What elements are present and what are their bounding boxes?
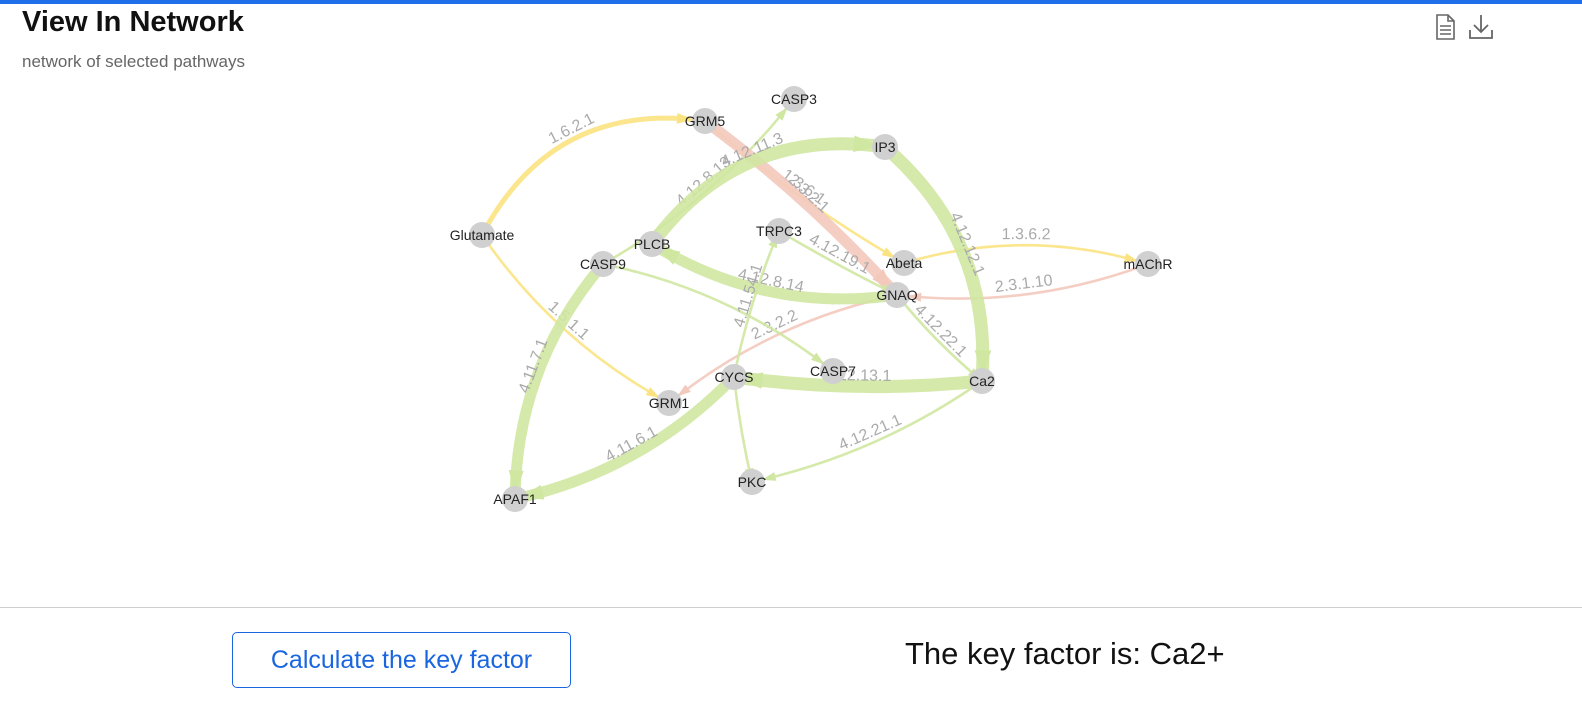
document-icon[interactable] <box>1430 12 1460 42</box>
node-circle[interactable] <box>872 134 898 160</box>
node-label: mAChR <box>1123 256 1172 272</box>
node-circle[interactable] <box>639 231 665 257</box>
edge-glutamate-grm5[interactable] <box>479 115 708 238</box>
edge-arrowhead <box>853 135 879 153</box>
node-circle[interactable] <box>656 390 682 416</box>
edge-ca2-pkc[interactable] <box>750 379 984 484</box>
node-ca2[interactable]: Ca2 <box>969 368 995 394</box>
node-label: IP3 <box>874 139 895 155</box>
edge-arrowhead <box>974 350 992 376</box>
node-circle[interactable] <box>1135 251 1161 277</box>
node-label: PKC <box>738 474 767 490</box>
node-machr[interactable]: mAChR <box>1123 251 1173 277</box>
node-label: CASP7 <box>810 363 856 379</box>
node-label: TRPC3 <box>756 223 802 239</box>
node-circle[interactable] <box>891 250 917 276</box>
edge-arrowhead <box>775 107 788 121</box>
edge-label: 2.3.1.10 <box>994 272 1054 296</box>
edge-label: 4.11.54.1 <box>731 262 767 330</box>
edge-ca2-cycs[interactable] <box>727 370 989 394</box>
node-circle[interactable] <box>502 486 528 512</box>
edge-ip3-ca2[interactable] <box>878 140 990 388</box>
node-circle[interactable] <box>590 251 616 277</box>
edge-glutamate-grm1[interactable] <box>480 233 671 405</box>
node-label: Glutamate <box>450 227 515 243</box>
edge-arrowhead <box>907 292 922 302</box>
edge-arrowhead <box>676 112 694 124</box>
node-circle[interactable] <box>766 218 792 244</box>
edge-casp9-casp7[interactable] <box>601 262 835 373</box>
edge-machr-gnaq[interactable] <box>895 262 1150 300</box>
edge-arrowhead <box>762 472 777 481</box>
edge-label: 1.3.6.2 <box>1002 226 1051 243</box>
edge-arrowhead <box>677 384 691 397</box>
page-subtitle: network of selected pathways <box>22 52 246 71</box>
node-label: CASP3 <box>771 91 817 107</box>
edge-grm5-gnaq[interactable] <box>699 115 903 301</box>
edge-abeta-machr[interactable] <box>902 243 1150 266</box>
node-circle[interactable] <box>969 368 995 394</box>
edge-casp9-apaf1[interactable] <box>509 258 609 505</box>
node-circle[interactable] <box>884 282 910 308</box>
node-ip3[interactable]: IP3 <box>872 134 898 160</box>
edge-label: 2.3.2.2 <box>749 307 801 343</box>
node-circle[interactable] <box>781 86 807 112</box>
top-accent-bar <box>0 0 1582 4</box>
edge-plcb-ip3[interactable] <box>645 137 892 251</box>
node-label: GRM5 <box>685 113 726 129</box>
node-abeta[interactable]: Abeta <box>886 250 923 276</box>
node-label: GNAQ <box>876 287 917 303</box>
node-casp9[interactable]: CASP9 <box>580 251 626 277</box>
node-circle[interactable] <box>739 469 765 495</box>
section-divider <box>0 607 1582 608</box>
node-apaf1[interactable]: APAF1 <box>493 486 537 512</box>
key-factor-result: The key factor is: Ca2+ <box>905 636 1225 671</box>
edge-arrowhead <box>811 352 825 365</box>
node-glutamate[interactable]: Glutamate <box>450 222 515 248</box>
node-cycs[interactable]: CYCS <box>715 364 754 390</box>
node-casp7[interactable]: CASP7 <box>810 358 856 384</box>
edge-arrowhead <box>508 469 524 494</box>
node-label: Ca2 <box>969 373 995 389</box>
edge-cycs-trpc3[interactable] <box>732 229 781 379</box>
node-casp3[interactable]: CASP3 <box>771 86 817 112</box>
node-label: GRM1 <box>649 395 690 411</box>
node-gnaq[interactable]: GNAQ <box>876 282 918 308</box>
node-label: PLCB <box>634 236 671 252</box>
node-label: CASP9 <box>580 256 626 272</box>
edge-gnaq-plcb[interactable] <box>646 238 903 305</box>
node-circle[interactable] <box>820 358 846 384</box>
node-label: CYCS <box>715 369 754 385</box>
node-label: Abeta <box>886 255 923 271</box>
edge-cycs-pkc[interactable] <box>732 375 754 484</box>
node-grm1[interactable]: GRM1 <box>649 390 690 416</box>
edge-arrowhead <box>881 247 896 259</box>
edge-arrowhead <box>645 387 660 398</box>
calculate-key-factor-button[interactable]: Calculate the key factor <box>232 632 571 688</box>
node-circle[interactable] <box>469 222 495 248</box>
node-circle[interactable] <box>721 364 747 390</box>
node-trpc3[interactable]: TRPC3 <box>756 218 802 244</box>
download-icon[interactable] <box>1466 12 1496 42</box>
edge-arrowhead <box>656 247 681 265</box>
node-grm5[interactable]: GRM5 <box>685 108 726 134</box>
edge-cycs-apaf1[interactable] <box>509 371 740 505</box>
page-title: View In Network <box>22 6 244 38</box>
edge-label: 4.12.22.1 <box>911 301 970 360</box>
node-label: APAF1 <box>493 491 537 507</box>
node-pkc[interactable]: PKC <box>738 469 767 495</box>
edge-arrowhead <box>1123 253 1139 263</box>
node-circle[interactable] <box>692 108 718 134</box>
node-plcb[interactable]: PLCB <box>634 231 671 257</box>
edge-arrowhead <box>872 269 894 291</box>
